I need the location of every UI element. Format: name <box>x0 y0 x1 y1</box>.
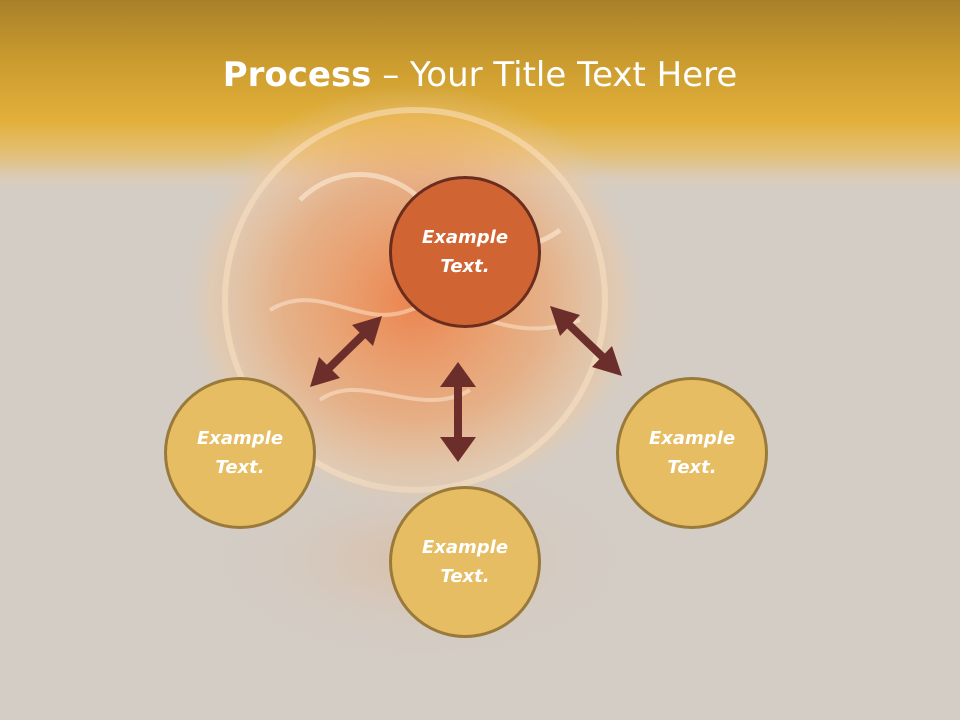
left-node[interactable]: Example Text. <box>164 377 316 529</box>
arrow-center-bottom <box>440 362 476 462</box>
arrow-center-left <box>310 316 382 387</box>
right-node-text: Example Text. <box>648 428 736 478</box>
left-node-text: Example Text. <box>196 428 284 478</box>
center-node-text: Example Text. <box>421 227 509 277</box>
title-bold-part: Process <box>222 55 372 95</box>
bottom-node-text: Example Text. <box>421 537 509 587</box>
center-node[interactable]: Example Text. <box>389 176 541 328</box>
bottom-node[interactable]: Example Text. <box>389 486 541 638</box>
title-rest-part: – Your Title Text Here <box>371 55 738 95</box>
arrow-center-right <box>550 306 622 376</box>
right-node[interactable]: Example Text. <box>616 377 768 529</box>
slide-title: Process – Your Title Text Here <box>0 52 960 98</box>
